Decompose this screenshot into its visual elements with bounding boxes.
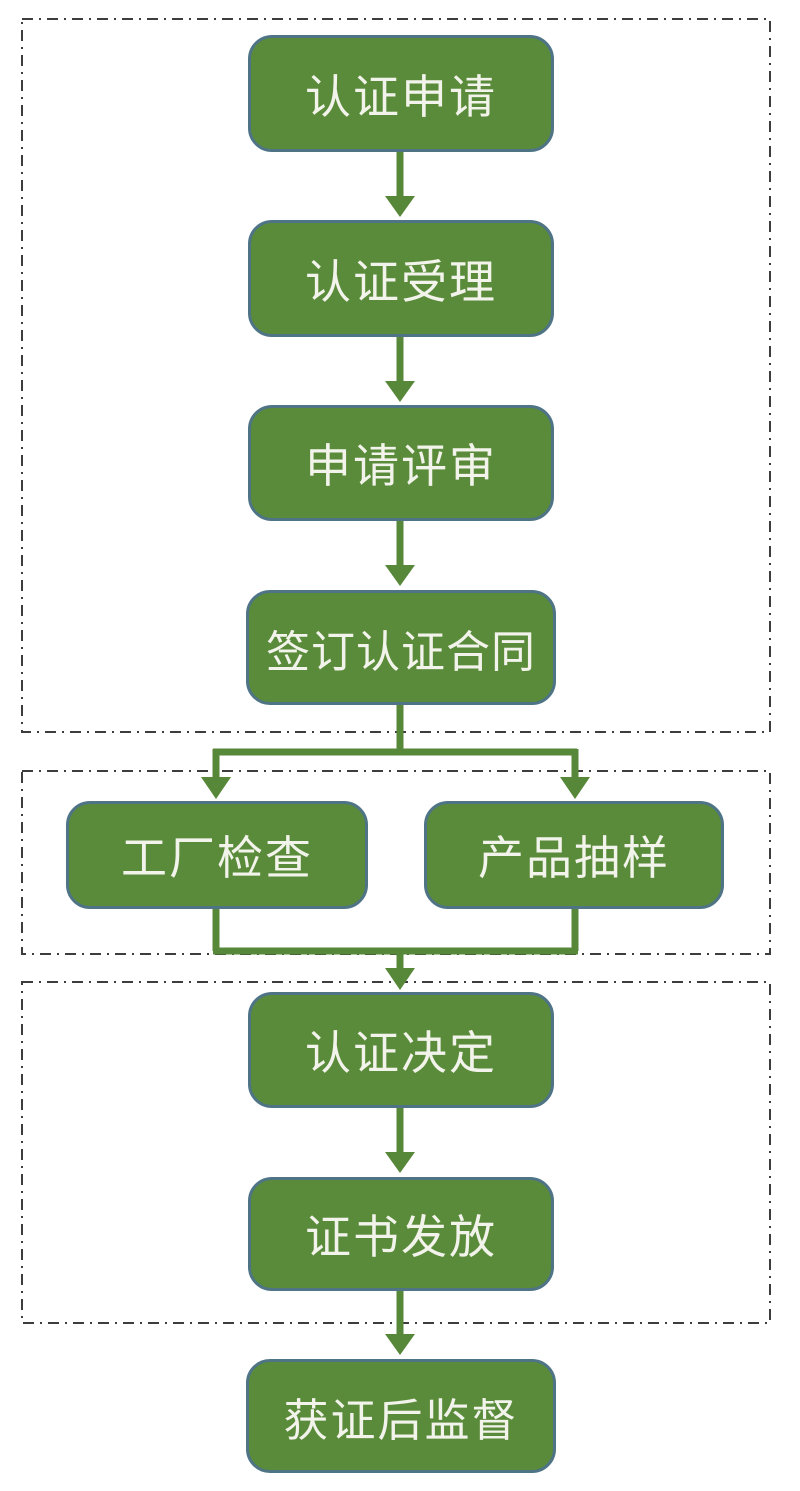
node-label: 认证受理 (305, 255, 497, 308)
node-label: 证书发放 (305, 1211, 497, 1263)
node-label: 签订认证合同 (266, 627, 536, 677)
arrowhead-review-to-contract (385, 565, 415, 586)
node-factory-inspection: 工厂检查 (66, 801, 368, 909)
node-certification-decision: 认证决定 (248, 992, 554, 1108)
arrowhead-to-factory-inspection (201, 777, 231, 799)
node-label: 认证申请 (305, 70, 497, 123)
node-sign-certification-contract: 签订认证合同 (246, 590, 556, 705)
group-border-certification (21, 981, 771, 1324)
node-label: 申请评审 (305, 440, 497, 492)
group-border-pre-certification (21, 18, 771, 733)
arrowhead-issuance-to-supervision (385, 1334, 415, 1355)
node-application-review: 申请评审 (248, 405, 554, 521)
arrowhead-decision-to-issuance (385, 1152, 415, 1173)
node-post-certification-supervision: 获证后监督 (246, 1359, 556, 1473)
arrowhead-application-to-acceptance (385, 196, 415, 217)
arrowhead-acceptance-to-review (385, 381, 415, 402)
node-certificate-issuance: 证书发放 (248, 1177, 554, 1291)
arrowhead-to-product-sampling (560, 777, 590, 799)
node-label: 获证后监督 (283, 1394, 519, 1446)
node-label: 产品抽样 (478, 832, 670, 884)
node-product-sampling: 产品抽样 (424, 801, 724, 909)
node-label: 工厂检查 (121, 832, 313, 884)
node-certification-application: 认证申请 (248, 35, 554, 152)
node-certification-acceptance: 认证受理 (248, 220, 554, 337)
node-label: 认证决定 (305, 1027, 497, 1079)
arrowhead-to-decision (385, 968, 415, 990)
